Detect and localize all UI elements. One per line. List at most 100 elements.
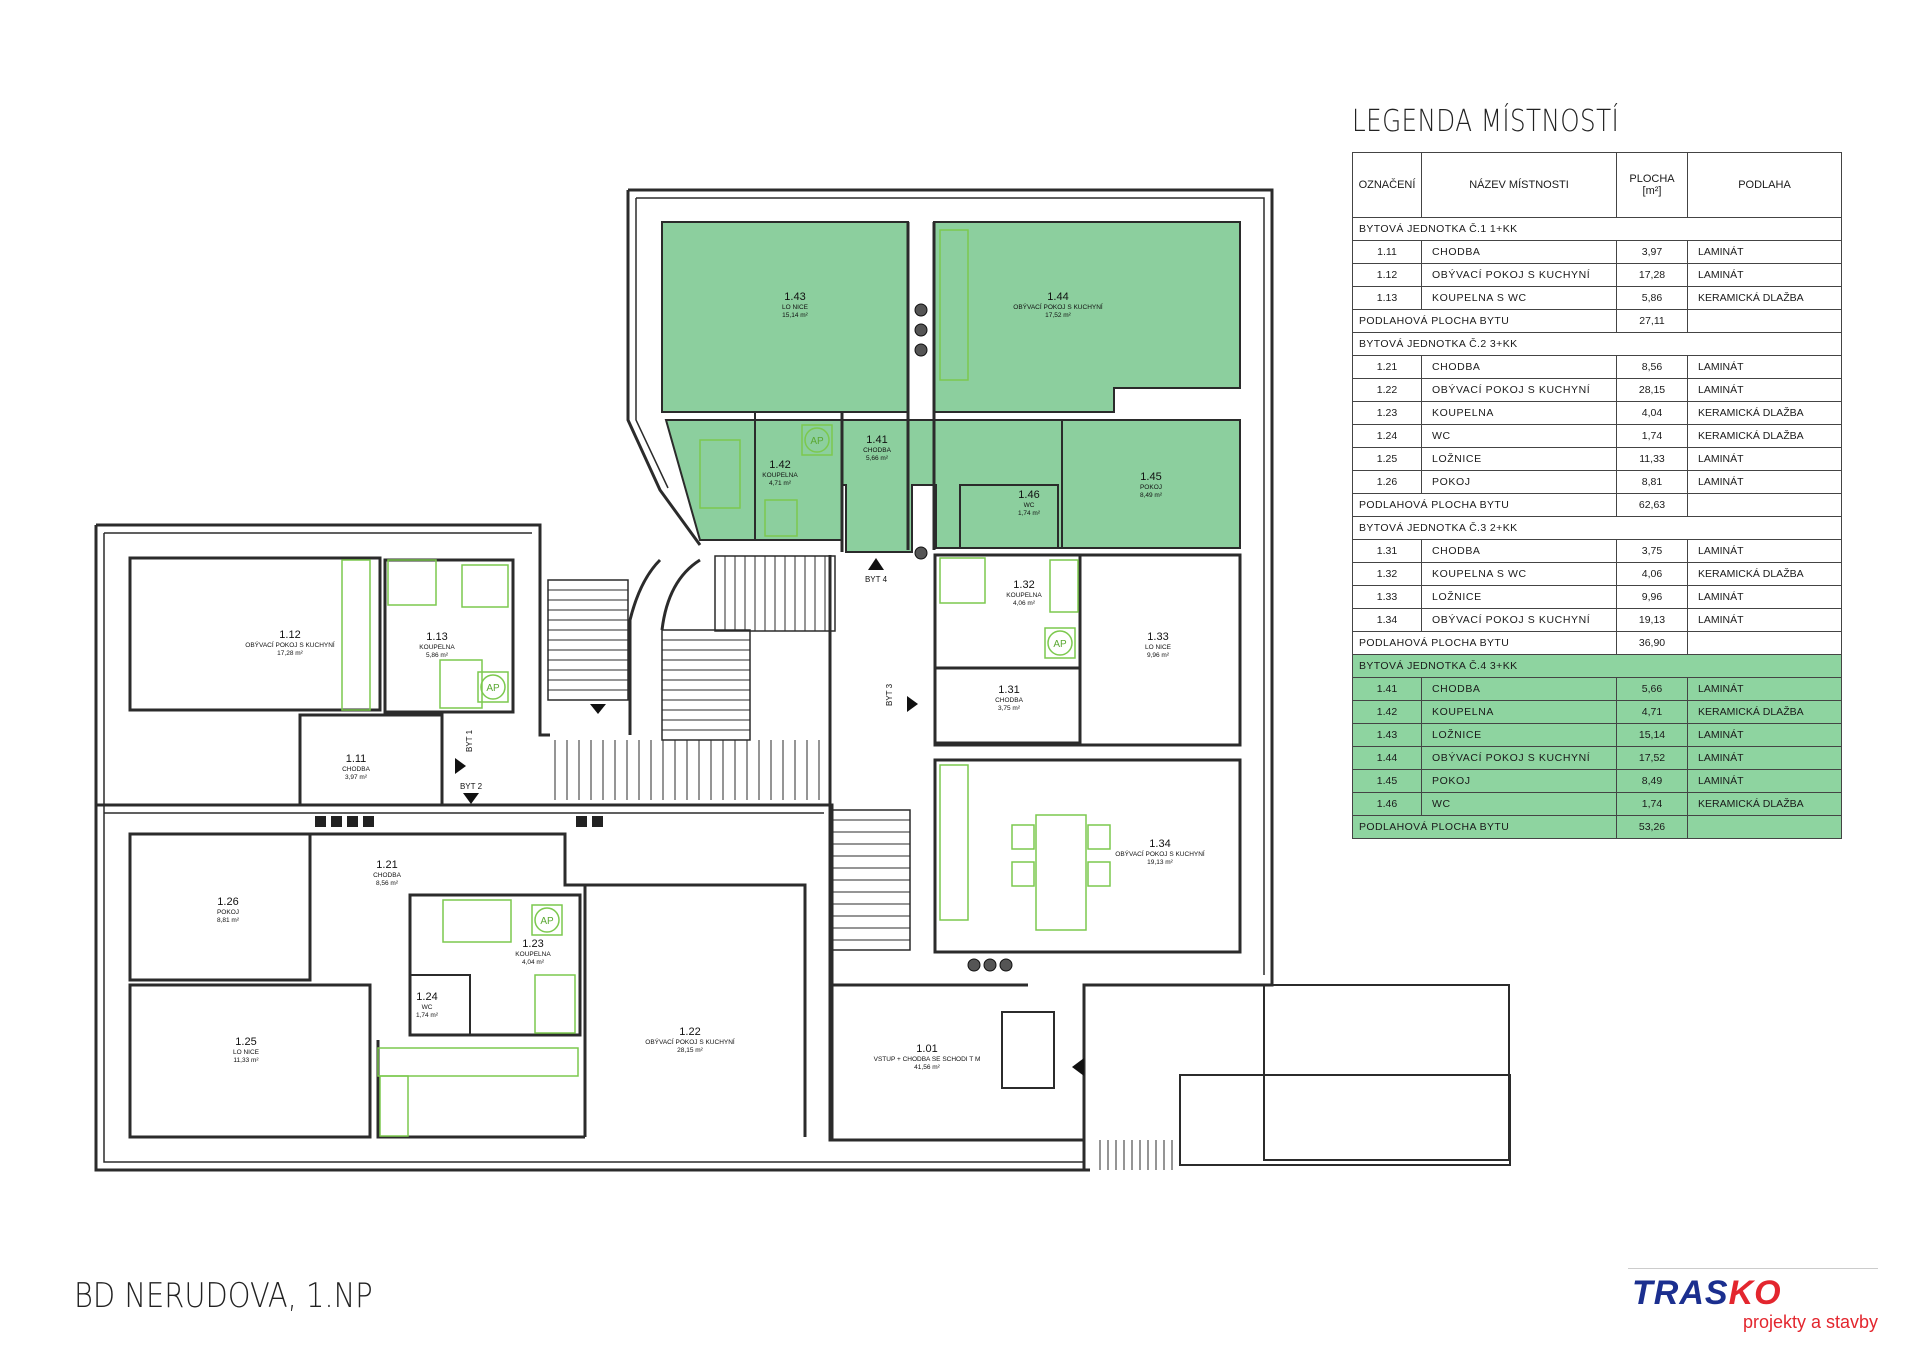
legend-room-floor: KERAMICKÁ DLAŽBA [1687,792,1842,816]
room-name: CHODBA [995,697,1023,704]
legend-room-name: LOŽNICE [1421,447,1617,471]
vent-duct [315,816,326,827]
legend-room-code: 1.33 [1352,585,1422,609]
room-name: LO NICE [1145,644,1172,651]
legend-room-area: 17,52 [1616,746,1688,770]
room-name: KOUPELNA [762,472,798,479]
entry-arrow-byt1 [455,758,466,774]
legend-room-area: 5,66 [1616,677,1688,701]
legend-room-name: CHODBA [1421,677,1617,701]
legend-room-area: 3,97 [1616,240,1688,264]
legend-total-area: 36,90 [1616,631,1688,655]
kitchen-counter-1-12 [341,559,371,711]
legend-room-name: CHODBA [1421,539,1617,563]
vent-duct [576,816,587,827]
legend-room-area: 4,06 [1616,562,1688,586]
legend-room-area: 11,33 [1616,447,1688,471]
room-code: 1.45 [1140,471,1161,483]
legend-room-area: 4,04 [1616,401,1688,425]
room-code: 1.33 [1147,631,1168,643]
legend-room-floor: LAMINÁT [1687,263,1842,287]
legend-header-floor: PODLAHA [1687,152,1842,218]
legend-title: LEGENDA MÍSTNOSTÍ [1352,104,1620,139]
room-area: 8,81 m² [217,917,240,924]
legend-header-row: OZNAČENÍ NÁZEV MÍSTNOSTI PLOCHA [m²] POD… [1352,152,1842,218]
room-name: OBÝVACÍ POKOJ S KUCHYNÍ [645,1037,735,1046]
sink-1-32 [1049,559,1079,613]
legend-total-label: PODLAHOVÁ PLOCHA BYTU [1352,815,1617,839]
room-fill-1-42a [664,419,756,541]
room-area: 17,52 m² [1045,312,1071,319]
legend-header-area-label: PLOCHA [1629,173,1675,185]
entry-label-byt2: BYT 2 [460,782,483,791]
kitchen-counter-1-44 [939,229,969,381]
ap-marker: AP [477,671,509,703]
legend-room-code: 1.22 [1352,378,1422,402]
vent-duct [363,816,374,827]
vent-duct [914,323,928,337]
unit-4-highlight [661,221,1241,553]
legend-room-floor: KERAMICKÁ DLAŽBA [1687,700,1842,724]
room-area: 17,28 m² [277,650,303,657]
room-name: POKOJ [1140,484,1162,491]
stair-arrow [590,704,606,714]
room-code: 1.43 [784,291,805,303]
legend-room-floor: KERAMICKÁ DLAŽBA [1687,401,1842,425]
legend-header-area-unit: [m²] [1642,185,1662,197]
legend-room-code: 1.32 [1352,562,1422,586]
legend-unit-title: BYTOVÁ JEDNOTKA Č.4 3+KK [1352,654,1842,678]
room-code: 1.11 [346,753,367,765]
entry-label-byt4: BYT 4 [865,575,888,584]
chair-4 [1087,861,1111,887]
legend-room-floor: LAMINÁT [1687,585,1842,609]
legend-room-name: KOUPELNA S WC [1421,562,1617,586]
legend-header-name: NÁZEV MÍSTNOSTI [1421,152,1617,218]
legend-room-name: WC [1421,792,1617,816]
legend-total-area: 53,26 [1616,815,1688,839]
legend-room-name: OBÝVACÍ POKOJ S KUCHYNÍ [1421,378,1617,402]
shower-1-42 [699,439,741,509]
legend-room-name: KOUPELNA S WC [1421,286,1617,310]
legend-room-floor: LAMINÁT [1687,677,1842,701]
ap-marker: AP [801,424,833,456]
room-name: CHODBA [373,872,401,879]
legend-room-area: 28,15 [1616,378,1688,402]
legend-room-floor: KERAMICKÁ DLAŽBA [1687,562,1842,586]
bath-fixtures-1-13 [387,559,437,606]
entry-markers: BYT 1 BYT 2 BYT 3 BYT 4 [455,558,1084,1076]
room-name: KOUPELNA [1006,592,1042,599]
room-code: 1.13 [426,631,447,643]
walls [94,188,1511,1172]
legend-room-name: POKOJ [1421,769,1617,793]
vent-duct [592,816,603,827]
vent-duct [914,546,928,560]
legend-header-code: OZNAČENÍ [1352,152,1422,218]
vent-duct [967,958,981,972]
logo-word-part1: TRAS [1632,1274,1729,1312]
room-name: CHODBA [342,766,370,773]
legend-room-code: 1.46 [1352,792,1422,816]
svg-text:AP: AP [1053,639,1067,650]
svg-text:AP: AP [540,916,554,927]
legend-room-code: 1.12 [1352,263,1422,287]
room-area: 5,66 m² [866,455,889,462]
logo-divider [1628,1268,1878,1269]
legend-room-floor: LAMINÁT [1687,355,1842,379]
vent-duct [983,958,997,972]
room-name: VSTUP + CHODBA SE SCHODI T M [874,1056,981,1063]
